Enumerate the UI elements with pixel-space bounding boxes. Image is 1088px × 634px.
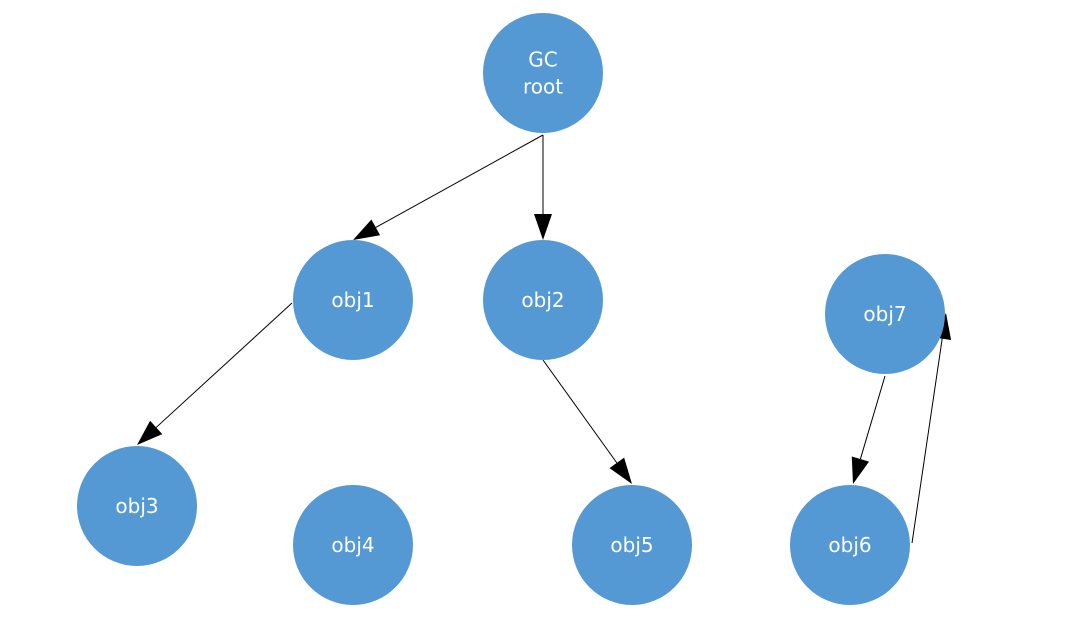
node-label: obj5 <box>610 533 653 557</box>
edges-layer <box>137 134 952 544</box>
node-obj3: obj3 <box>77 446 197 566</box>
node-obj2: obj2 <box>483 240 603 360</box>
edge-line <box>911 338 943 544</box>
node-label: obj4 <box>331 533 374 557</box>
node-circle <box>293 485 413 605</box>
node-gc-root: GC root <box>483 13 603 133</box>
edge-line <box>542 359 618 464</box>
node-obj7: obj7 <box>825 254 945 374</box>
edge-obj1-to-obj3 <box>137 302 293 445</box>
edge-line <box>155 302 293 428</box>
node-obj5: obj5 <box>572 485 692 605</box>
node-obj1: obj1 <box>293 240 413 360</box>
edge-line <box>859 375 886 460</box>
node-circle <box>483 13 603 133</box>
node-circle <box>293 240 413 360</box>
arrowhead-icon <box>534 214 552 240</box>
node-obj4: obj4 <box>293 485 413 605</box>
edge-line <box>375 134 544 228</box>
node-label: obj2 <box>521 288 564 312</box>
arrowhead-icon <box>353 219 381 240</box>
node-circle <box>483 240 603 360</box>
node-label: root <box>523 75 563 99</box>
nodes-layer: GC root obj1 obj2 obj3 obj4 obj5 obj6 obj7 <box>77 13 945 605</box>
edge-obj7-to-obj6 <box>851 375 886 484</box>
node-circle <box>790 485 910 605</box>
arrowhead-icon <box>137 420 163 445</box>
edge-obj2-to-obj5 <box>542 359 632 484</box>
edge-gc-root-to-obj2 <box>534 135 552 240</box>
node-circle <box>825 254 945 374</box>
node-label: obj6 <box>828 533 871 557</box>
node-circle <box>572 485 692 605</box>
node-obj6: obj6 <box>790 485 910 605</box>
edge-gc-root-to-obj1 <box>353 134 544 240</box>
node-label: obj7 <box>863 302 906 326</box>
node-circle <box>77 446 197 566</box>
arrowhead-icon <box>851 456 870 484</box>
node-label: obj3 <box>115 494 158 518</box>
arrowhead-icon <box>609 457 632 484</box>
node-label: obj1 <box>331 288 374 312</box>
node-label: GC <box>528 48 557 72</box>
